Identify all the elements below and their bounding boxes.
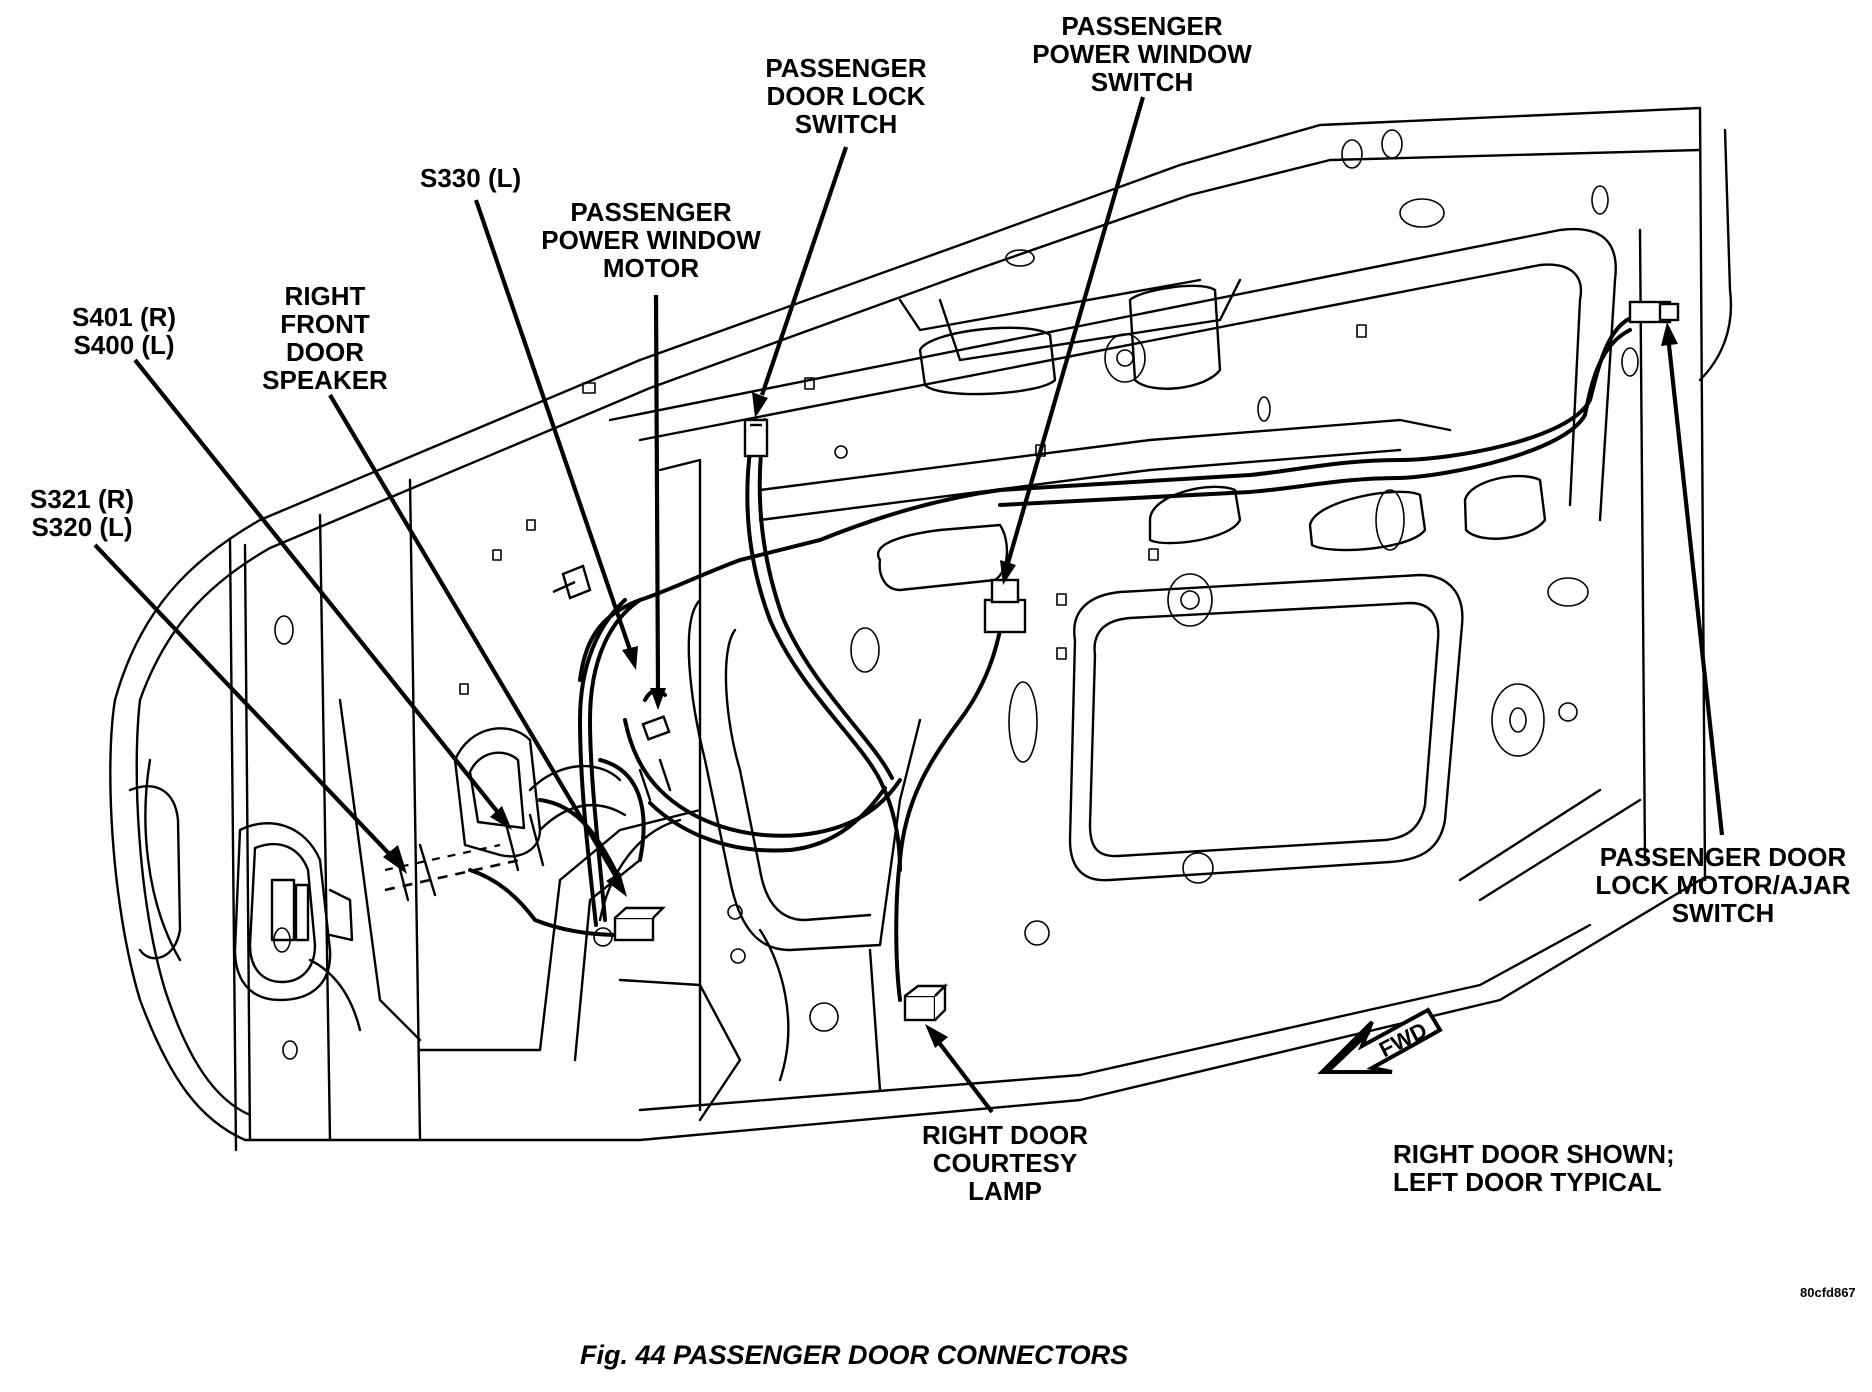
door-holes: [273, 129, 1639, 1060]
label-passenger-power-window-switch: PASSENGER POWER WINDOW SWITCH: [1032, 11, 1252, 97]
label-right-front-door-speaker: RIGHT FRONT DOOR SPEAKER: [262, 281, 388, 395]
leader-arrowheads: [383, 322, 1678, 1048]
lock-switch-connector: [743, 418, 769, 458]
courtesy-lamp-connector: [903, 983, 948, 1022]
figure-caption: Fig. 44 PASSENGER DOOR CONNECTORS: [580, 1340, 1129, 1370]
lock-motor-connector: [1628, 300, 1680, 324]
label-s330: S330 (L): [420, 163, 522, 193]
label-s321-s320: S321 (R) S320 (L): [30, 484, 135, 542]
figure-code: 80cfd867: [1800, 1285, 1856, 1300]
label-passenger-power-window-motor: PASSENGER POWER WINDOW MOTOR: [541, 197, 761, 283]
fwd-arrow-icon: FWD: [1317, 1007, 1443, 1074]
note-right-door-shown: RIGHT DOOR SHOWN; LEFT DOOR TYPICAL: [1393, 1139, 1675, 1197]
door-grommet-connector: [233, 822, 354, 1002]
label-s401-s400: S401 (R) S400 (L): [72, 302, 177, 360]
label-passenger-door-lock-switch: PASSENGER DOOR LOCK SWITCH: [765, 53, 927, 139]
label-right-door-courtesy-lamp: RIGHT DOOR COURTESY LAMP: [921, 1120, 1089, 1206]
wire-harness: [384, 313, 1642, 1002]
door-outer-shell: [109, 106, 1733, 1152]
leader-lines: [93, 96, 1725, 1114]
label-passenger-door-lock-motor-ajar-switch: PASSENGER DOOR LOCK MOTOR/AJAR SWITCH: [1595, 842, 1851, 928]
speaker-pocket: [453, 727, 682, 922]
window-motor-connector: [641, 715, 671, 741]
window-switch-connector: [983, 578, 1027, 634]
connectors: [552, 300, 1680, 1022]
s330-connector: [552, 564, 592, 600]
speaker-connector: [613, 906, 666, 942]
